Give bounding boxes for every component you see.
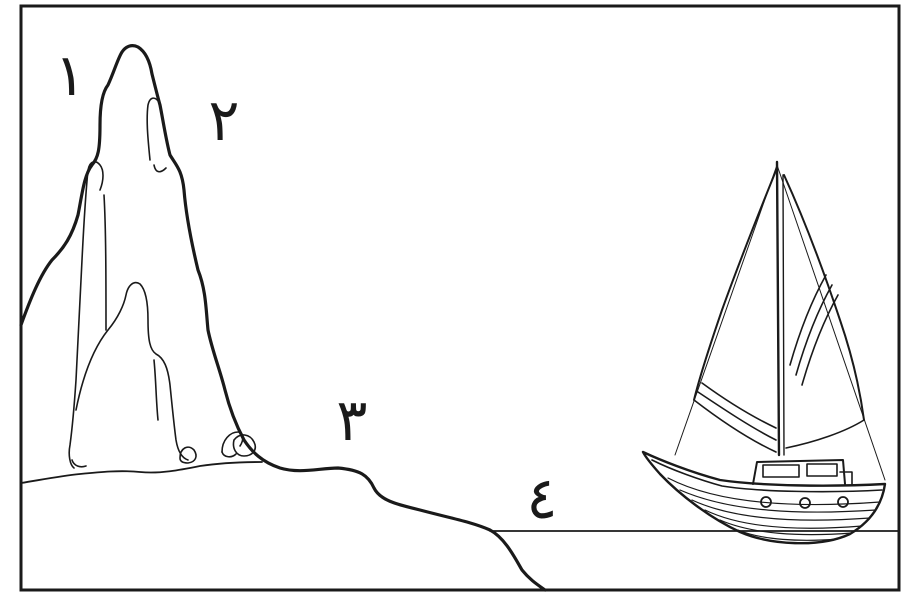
label-3: ٣	[336, 386, 367, 454]
label-4: ٤	[526, 464, 557, 532]
label-1: ١	[54, 41, 85, 109]
label-2: ٢	[208, 86, 239, 154]
